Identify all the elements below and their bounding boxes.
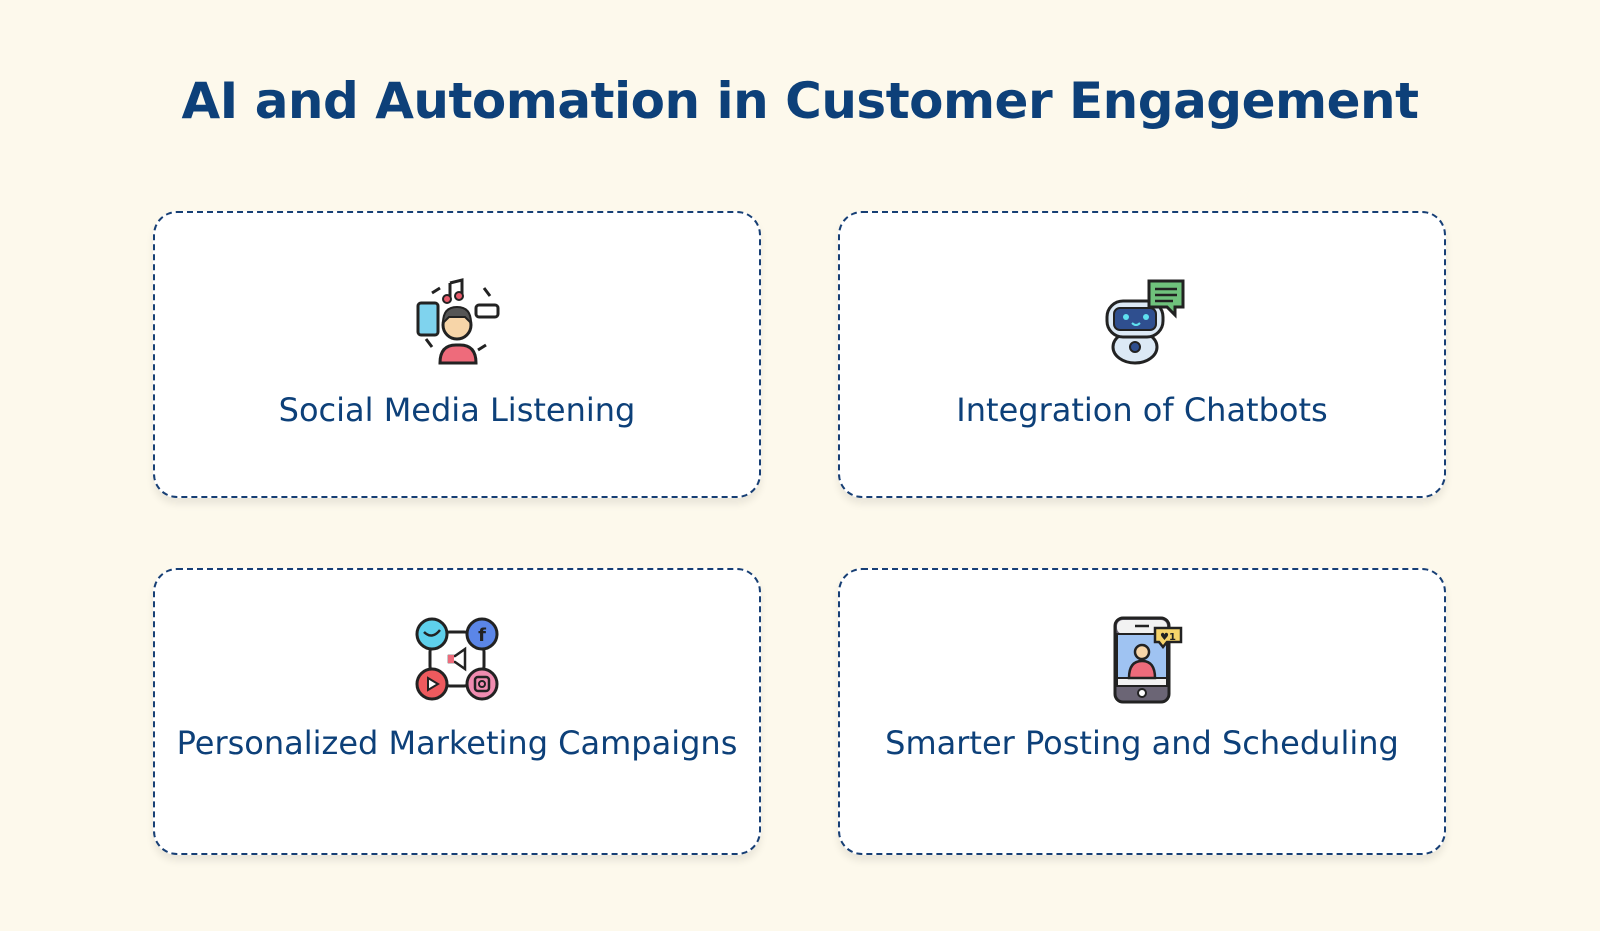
card-label: Smarter Posting and Scheduling xyxy=(885,724,1399,762)
card-label: Personalized Marketing Campaigns xyxy=(176,724,738,762)
card-smarter-posting-and-scheduling: ♥1 Smarter Posting and Scheduling xyxy=(838,568,1446,855)
card-label: Integration of Chatbots xyxy=(956,391,1328,429)
chatbot-robot-icon xyxy=(1097,275,1187,365)
social-network-megaphone-icon: f xyxy=(412,614,502,704)
svg-text:♥1: ♥1 xyxy=(1160,632,1176,643)
card-label: Social Media Listening xyxy=(278,391,636,429)
card-integration-of-chatbots: Integration of Chatbots xyxy=(838,211,1446,498)
page-title: AI and Automation in Customer Engagement xyxy=(181,72,1419,130)
svg-text:f: f xyxy=(478,625,486,646)
smartphone-post-icon: ♥1 xyxy=(1097,614,1187,704)
person-listening-icon xyxy=(412,275,502,365)
card-social-media-listening: Social Media Listening xyxy=(153,211,761,498)
card-personalized-marketing-campaigns: f Personalized Marketing Campaigns xyxy=(153,568,761,855)
